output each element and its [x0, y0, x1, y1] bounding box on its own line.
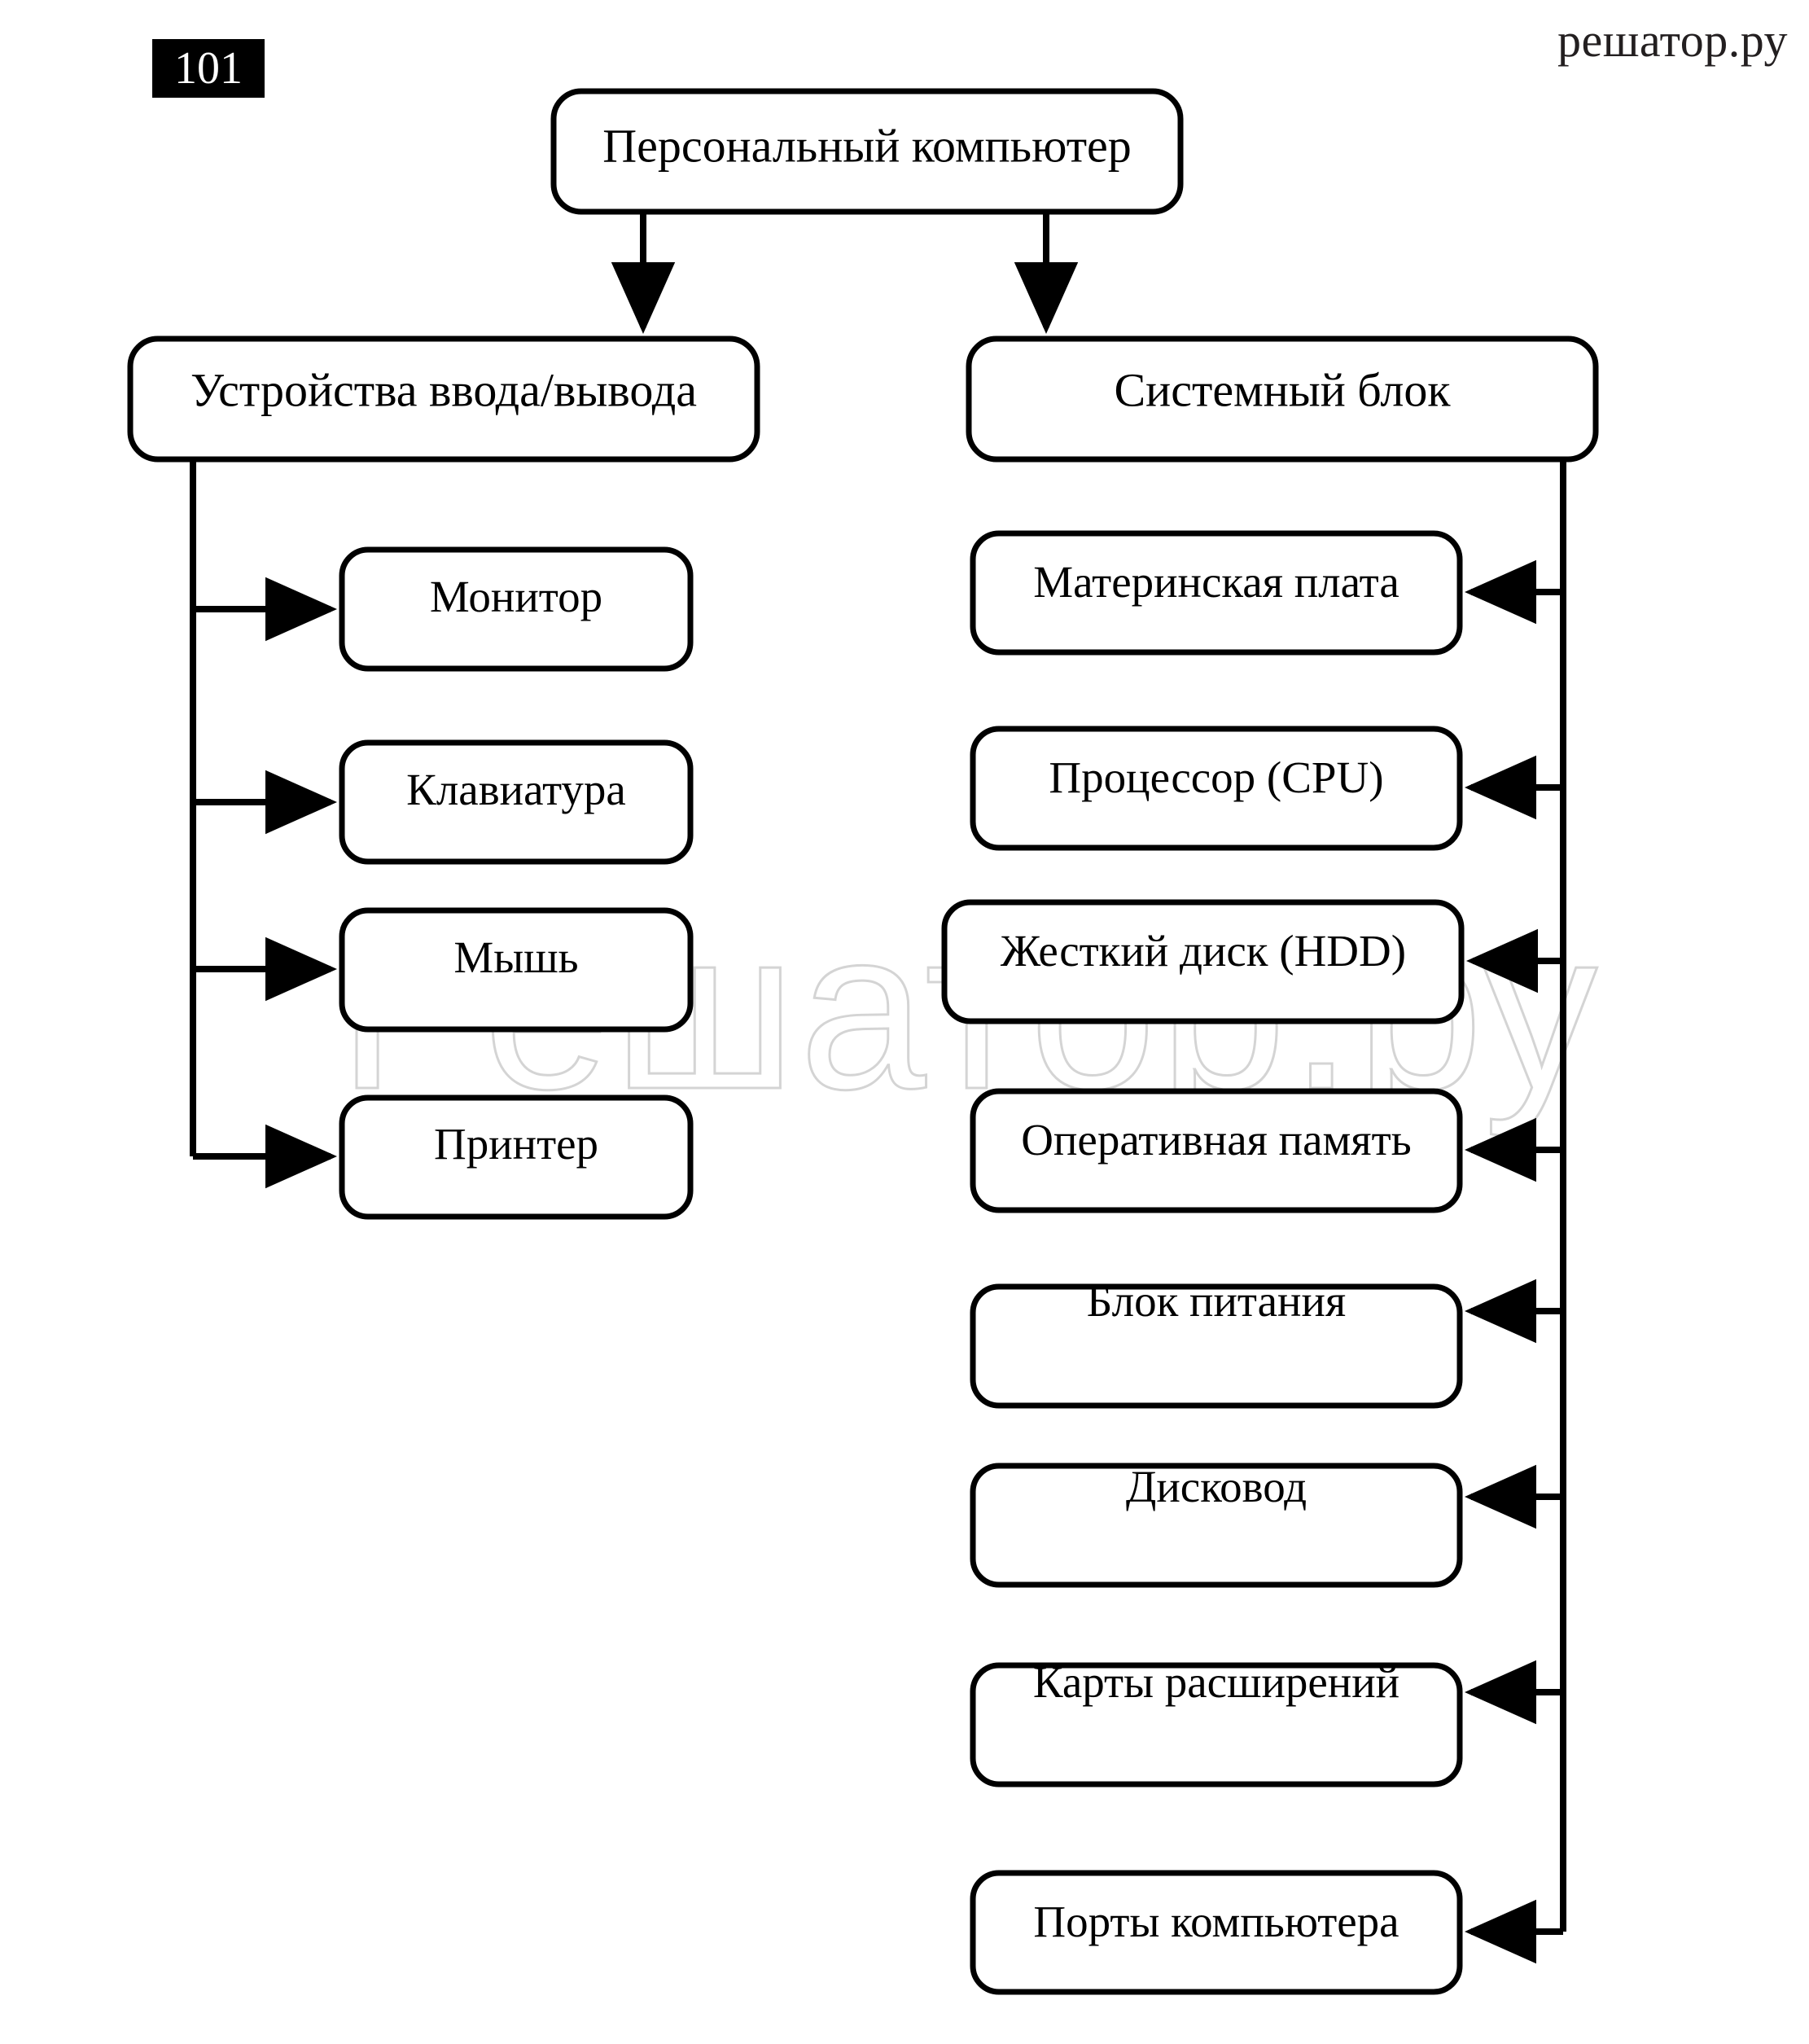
node-box-motherboard[interactable] [970, 530, 1463, 656]
node-box-printer[interactable] [339, 1094, 694, 1220]
node-box-ports[interactable] [970, 1870, 1463, 1995]
node-box-system-unit[interactable] [966, 336, 1599, 463]
node-box-mouse[interactable] [339, 907, 694, 1033]
node-box-root[interactable] [550, 88, 1184, 215]
node-label-psu: Блок питания [1086, 1276, 1347, 1327]
node-box-cpu[interactable] [970, 726, 1463, 851]
page-number-badge: 101 [152, 39, 265, 98]
node-label-hdd: Жесткий диск (HDD) [1000, 926, 1407, 976]
node-box-psu[interactable] [970, 1283, 1463, 1409]
node-label-monitor: Монитор [429, 572, 603, 622]
node-box-keyboard[interactable] [339, 739, 694, 865]
site-watermark-text: решатор.ру [1557, 14, 1788, 67]
node-box-optical-drive[interactable] [970, 1463, 1463, 1588]
node-label-keyboard: Клавиатура [406, 765, 626, 815]
node-box-monitor[interactable] [339, 546, 694, 672]
node-label-motherboard: Материнская плата [1033, 557, 1399, 607]
node-label-expansion-cards: Карты расширений [1032, 1657, 1400, 1708]
node-label-io: Устройства ввода/вывода [191, 363, 697, 417]
node-label-mouse: Мышь [453, 932, 579, 983]
node-box-expansion-cards[interactable] [970, 1662, 1463, 1787]
node-label-system-unit: Системный блок [1114, 363, 1451, 417]
node-label-cpu: Процессор (CPU) [1049, 752, 1384, 803]
node-label-printer: Принтер [433, 1119, 599, 1169]
node-box-hdd[interactable] [941, 899, 1465, 1024]
node-label-ports: Порты компьютера [1033, 1897, 1399, 1947]
node-label-optical-drive: Дисковод [1125, 1462, 1307, 1512]
node-label-ram: Оперативная память [1021, 1115, 1412, 1165]
node-box-ram[interactable] [970, 1088, 1463, 1213]
node-label-root: Персональный компьютер [602, 119, 1132, 173]
node-box-io[interactable] [127, 336, 760, 463]
